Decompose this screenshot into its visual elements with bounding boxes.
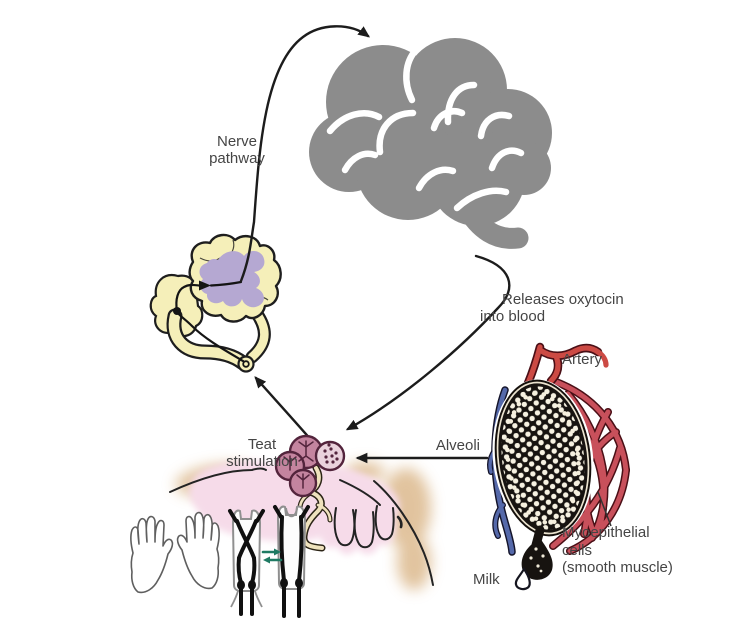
exchange-arrows-icon <box>261 548 283 564</box>
left-glove <box>130 515 174 594</box>
ganglion-dot <box>173 307 181 315</box>
releases-oxytocin-label: Releases oxytocin into blood <box>480 291 624 326</box>
teat-cup-collapsed <box>228 509 265 616</box>
myoepithelial-pointer-line <box>597 491 612 527</box>
gray-matter <box>199 250 265 308</box>
alveolus-lumen <box>492 379 594 537</box>
brainstem <box>455 195 529 249</box>
alveolus-detail-illustration <box>487 342 630 591</box>
gloved-hands-illustration <box>130 511 220 594</box>
cow-leg-line <box>373 480 434 586</box>
cut-open-alveolus <box>314 440 346 472</box>
brain-illustration <box>309 38 552 249</box>
brain-sulci <box>326 46 525 212</box>
nerve-pathway-label: Nerve pathway <box>209 133 265 168</box>
right-glove <box>176 511 220 590</box>
alveoli-label: Alveoli <box>435 437 480 454</box>
teat-cup-open <box>273 505 310 618</box>
teat-cistern <box>521 539 553 580</box>
myoepithelial-cells-label: Myoepithelial cells (smooth muscle) <box>562 524 673 577</box>
artery-vessel <box>520 342 609 395</box>
spinal-cord-illustration <box>149 233 282 373</box>
oxytocin-release-arrow <box>345 254 511 431</box>
udder-outline <box>169 467 434 586</box>
artery-label: Artery <box>562 351 603 368</box>
nerve-pathway-arrow <box>239 25 371 283</box>
teat-cup-liners-illustration <box>228 505 310 618</box>
milk-label: Milk <box>473 571 500 588</box>
milk-drop-icon <box>514 566 531 591</box>
afferent-nerve-line <box>175 280 245 363</box>
alveolus-stipple <box>323 443 339 464</box>
teat-stimulation-label: Teat stimulation <box>226 436 298 471</box>
